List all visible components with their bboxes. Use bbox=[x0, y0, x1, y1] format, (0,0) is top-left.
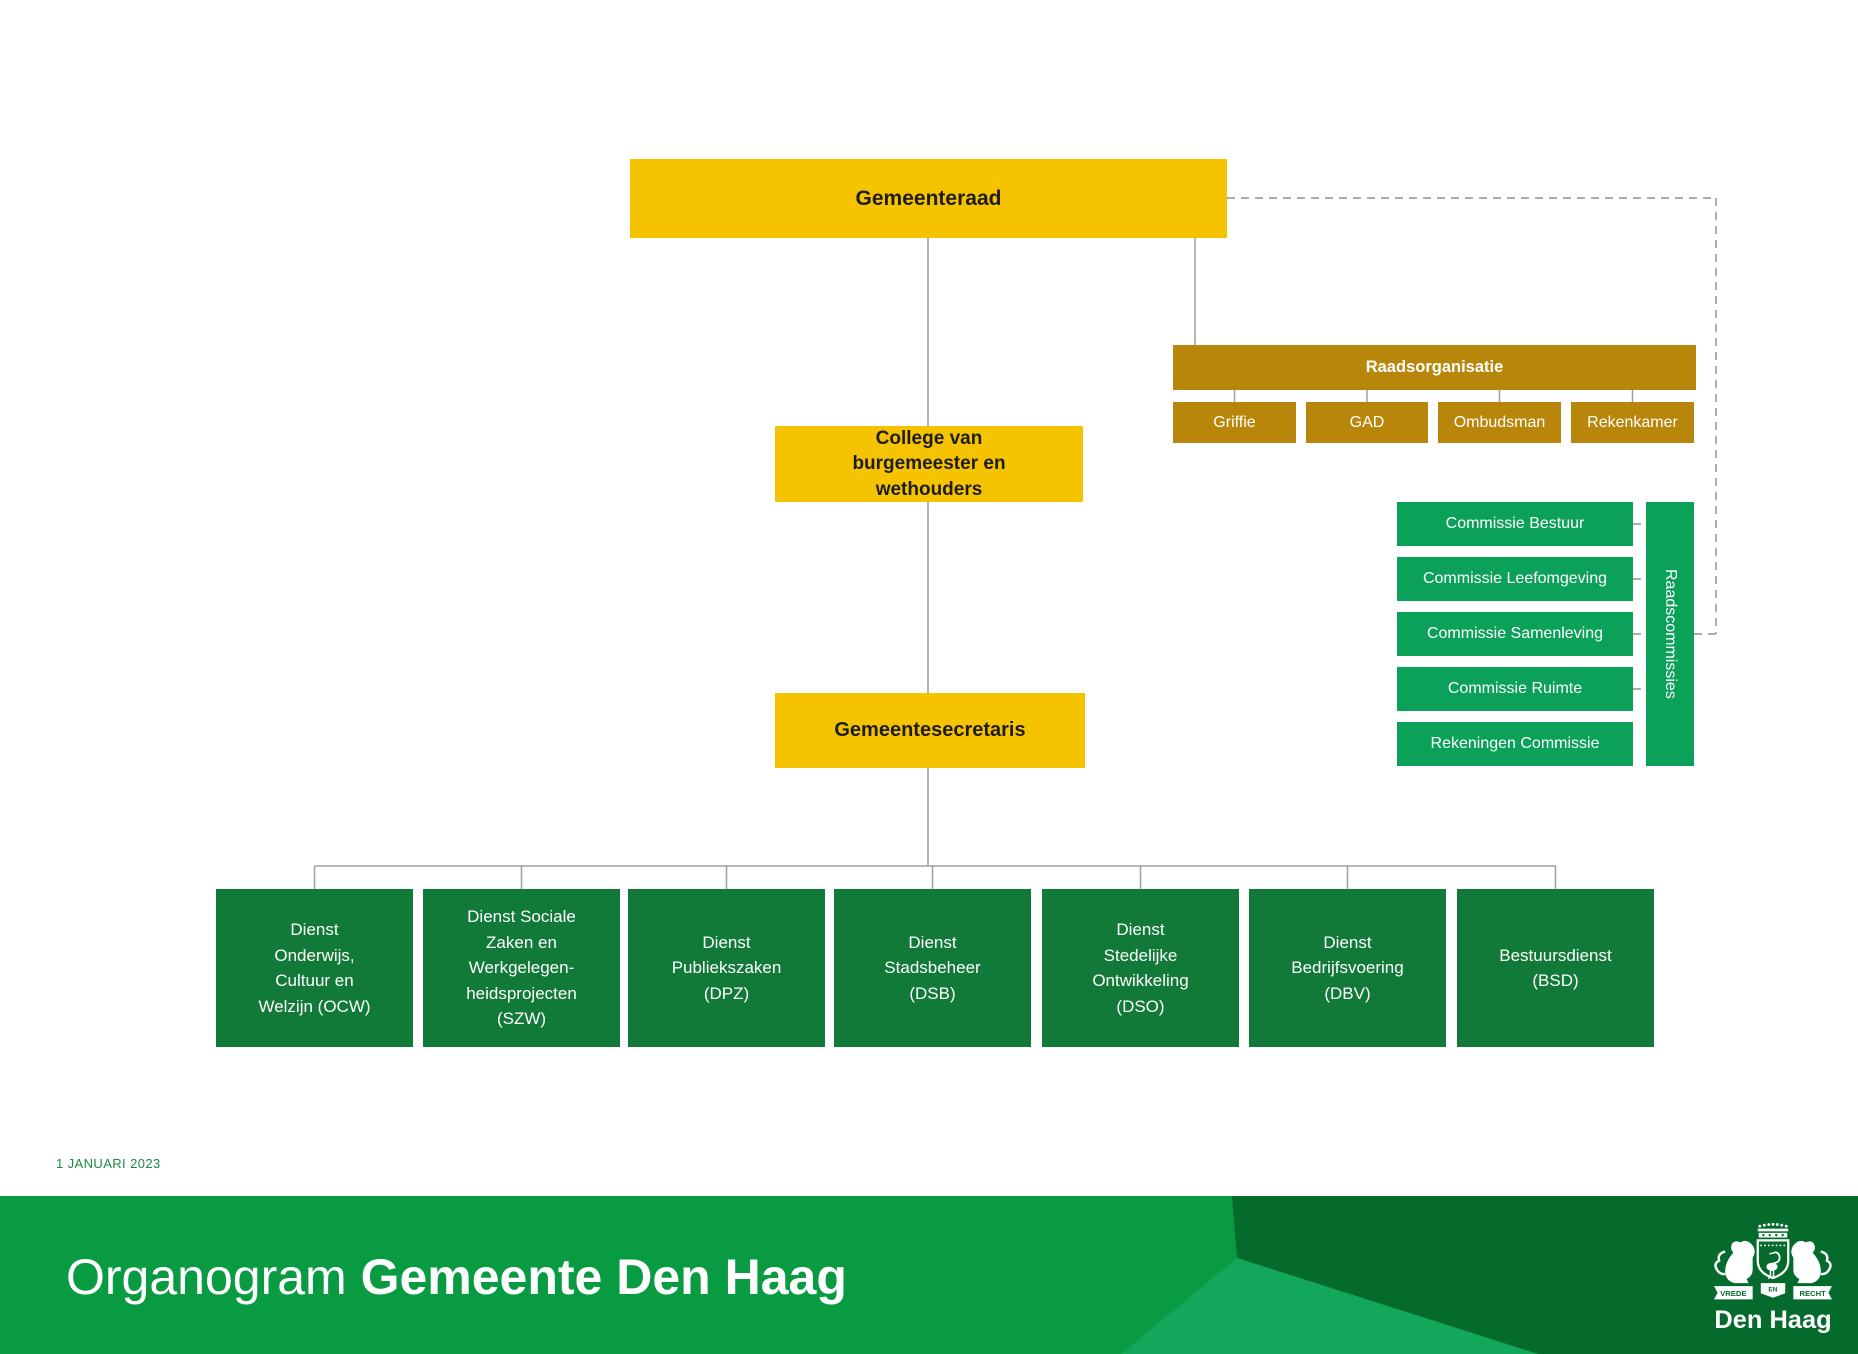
raadscommissies-bar: Raadscommissies bbox=[1646, 502, 1694, 766]
motto-middle: EN bbox=[1768, 1286, 1777, 1293]
org-box-dienst-ocw: Dienst Onderwijs, Cultuur en Welzijn (OC… bbox=[216, 889, 413, 1047]
org-box-label: Dienst Publiekszaken (DPZ) bbox=[671, 932, 782, 1003]
org-box-label: Raadsorganisatie bbox=[1365, 358, 1504, 376]
org-box-bestuursdienst: Bestuursdienst (BSD) bbox=[1457, 889, 1654, 1047]
footer-title-bold: Gemeente Den Haag bbox=[360, 1249, 847, 1305]
shield-icon bbox=[1756, 1239, 1790, 1280]
org-box-ombudsman: Ombudsman bbox=[1438, 402, 1561, 443]
org-box-gemeentesecretaris: Gemeentesecretaris bbox=[775, 693, 1085, 768]
org-box-label: Griffie bbox=[1213, 413, 1256, 431]
org-box-label: GAD bbox=[1349, 413, 1385, 431]
lion-right-icon bbox=[1791, 1240, 1832, 1284]
org-box-raadsorganisatie: Raadsorganisatie bbox=[1173, 345, 1696, 390]
org-box-dienst-szw: Dienst Sociale Zaken en Werkgelegen­heid… bbox=[423, 889, 620, 1047]
org-box-college: College van burgemeester en wethouders bbox=[775, 426, 1083, 502]
footer-title-regular: Organogram bbox=[66, 1249, 361, 1305]
date-label: 1 JANUARI 2023 bbox=[56, 1156, 161, 1171]
org-box-label: Commissie Ruimte bbox=[1447, 680, 1583, 697]
org-box-label: Rekeningen Commissie bbox=[1430, 735, 1600, 752]
org-box-griffie: Griffie bbox=[1173, 402, 1296, 443]
org-box-label: College van burgemeester en wethouders bbox=[852, 427, 1006, 500]
raadscommissies-label: Raadscommissies bbox=[1662, 569, 1679, 699]
denhaag-wordmark: Den Haag bbox=[1714, 1306, 1831, 1334]
org-box-dienst-dso: Dienst Stedelijke Ontwikkeling (DSO) bbox=[1042, 889, 1239, 1047]
org-box-commissie-leefomgeving: Commissie Leefomgeving bbox=[1397, 557, 1633, 601]
denhaag-logo: VREDE EN RECHT Den Haag bbox=[1714, 1222, 1832, 1334]
org-box-commissie-samenleving: Commissie Samenleving bbox=[1397, 612, 1633, 656]
motto-banner: VREDE EN RECHT bbox=[1714, 1283, 1832, 1300]
org-box-label: Bestuursdienst (BSD) bbox=[1499, 945, 1612, 991]
org-box-commissie-bestuur: Commissie Bestuur bbox=[1397, 502, 1633, 546]
org-box-label: Dienst Sociale Zaken en Werkgelegen­heid… bbox=[466, 907, 577, 1029]
org-box-label: Gemeenteraad bbox=[855, 186, 1002, 210]
motto-right: RECHT bbox=[1800, 1289, 1827, 1298]
org-box-label: Dienst Stadsbeheer (DSB) bbox=[884, 932, 981, 1003]
org-box-label: Commissie Leefomgeving bbox=[1422, 570, 1608, 587]
org-box-label: Dienst Bedrijfsvoering (DBV) bbox=[1291, 932, 1404, 1003]
lion-left-icon bbox=[1714, 1240, 1755, 1284]
stork-icon bbox=[1766, 1251, 1781, 1280]
org-box-label: Dienst Onderwijs, Cultuur en Welzijn (OC… bbox=[258, 920, 371, 1016]
org-box-rekenkamer: Rekenkamer bbox=[1571, 402, 1694, 443]
crown-icon bbox=[1757, 1222, 1789, 1238]
org-box-label: Gemeentesecretaris bbox=[834, 719, 1026, 741]
org-box-label: Rekenkamer bbox=[1587, 413, 1678, 431]
org-box-commissie-ruimte: Commissie Ruimte bbox=[1397, 667, 1633, 711]
footer-background bbox=[0, 1196, 1858, 1354]
org-box-label: Dienst Stedelijke Ontwikkeling (DSO) bbox=[1092, 920, 1189, 1016]
footer-title: Organogram Gemeente Den Haag bbox=[66, 1249, 847, 1307]
org-box-dienst-dbv: Dienst Bedrijfsvoering (DBV) bbox=[1249, 889, 1446, 1047]
org-box-gad: GAD bbox=[1306, 402, 1428, 443]
org-box-label: Commissie Bestuur bbox=[1445, 515, 1585, 532]
org-box-label: Commissie Samenleving bbox=[1426, 625, 1604, 642]
org-box-dienst-dsb: Dienst Stadsbeheer (DSB) bbox=[834, 889, 1031, 1047]
org-box-label: Ombudsman bbox=[1453, 413, 1546, 431]
org-box-dienst-dpz: Dienst Publiekszaken (DPZ) bbox=[628, 889, 825, 1047]
motto-left: VREDE bbox=[1720, 1289, 1746, 1298]
org-box-gemeenteraad: Gemeenteraad bbox=[630, 159, 1227, 238]
org-box-rekeningen-commissie: Rekeningen Commissie bbox=[1397, 722, 1633, 766]
